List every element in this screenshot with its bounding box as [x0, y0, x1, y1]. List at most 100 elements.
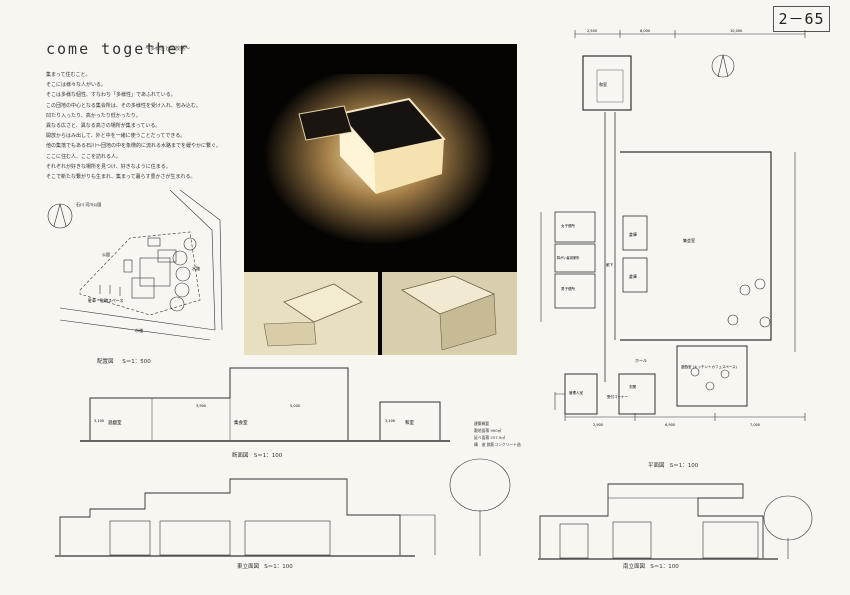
site-annotation: 公園	[102, 251, 110, 257]
room-label: 障がい者用便所	[557, 255, 580, 260]
storage-room	[622, 215, 648, 251]
plan-dim: 2,900	[593, 423, 603, 427]
toilet-room	[554, 211, 596, 243]
room-label: 倉庫	[629, 273, 637, 279]
concept-line: ここに住む人、ここを訪れる人。	[46, 153, 122, 160]
window	[244, 520, 331, 556]
site-plan-label: 配置図 S＝1：500	[97, 359, 151, 365]
tree-icon	[763, 495, 813, 541]
model-wall-lit	[339, 114, 376, 194]
section-room-label: 和室	[405, 419, 414, 426]
section-scale: S＝1：100	[253, 453, 283, 459]
window	[109, 520, 151, 556]
corridor-wall	[604, 112, 616, 382]
entrance	[618, 373, 656, 415]
south-elevation-drawing	[538, 483, 813, 560]
north-arrow-icon	[47, 203, 73, 229]
building-footprint	[131, 277, 155, 299]
room-label: ホール	[635, 358, 647, 363]
site-plan-scale: S＝1：500	[122, 359, 151, 365]
tree-icon	[175, 266, 191, 282]
building-footprint	[123, 259, 133, 273]
plan-dim: 6,000	[640, 29, 650, 33]
east-elevation-scale: S＝1：100	[264, 564, 293, 570]
road-edge	[169, 190, 216, 331]
window	[702, 521, 759, 559]
elevation-outline	[539, 483, 764, 558]
building-footprint	[147, 237, 161, 247]
north-arrow-icon	[711, 54, 735, 78]
plan-dim: 2,500	[587, 29, 597, 33]
model-wall-lit	[374, 139, 444, 194]
model-photo-panel	[244, 44, 517, 355]
building-footprint	[157, 249, 177, 263]
road-edge	[59, 319, 211, 341]
assembly-hall-wall	[620, 151, 772, 341]
section-drawing: 遊戯室 集会室 和室 3,100 3,900 5,000 3,100	[80, 367, 450, 442]
section-dim: 3,100	[385, 419, 395, 423]
concept-line: 開放からはみ出して、外と中を一緒に使うことだってできる。	[46, 133, 186, 140]
concept-line: そこは多様な個性、すなわち「多様性」であふれている。	[46, 92, 176, 99]
tree-icon	[174, 282, 190, 298]
east-elevation-drawing	[55, 458, 511, 557]
plan-dim: 7,000	[750, 423, 760, 427]
room-label: 集会室	[683, 237, 695, 243]
playroom	[676, 345, 748, 407]
section-dim: 3,900	[196, 404, 206, 408]
site-plan-drawing: 石川 河川公園 公園 水路 駐車・駐輪スペース 市道	[47, 190, 223, 341]
site-annotation: 市道	[135, 327, 143, 333]
concept-line: 集まって住むこと。	[46, 72, 91, 78]
section-outline	[89, 367, 349, 440]
room-label: 遊戯室 (キッチン＋カフェスペース)	[681, 364, 738, 369]
concept-line: この団地の中心となる集会所は、その多様性を受け入れ、包み込む。	[46, 102, 201, 109]
site-annotation: 水路	[192, 265, 200, 271]
concept-line: そこで新たな繋がりも生まれ、集まって暮らす豊かさが生まれる。	[46, 174, 196, 181]
board-subtitle: ～多様性と開放感～	[145, 46, 191, 52]
building-summary: 建築概要 敷地面積 990㎡ 延べ面積 257.5㎡ 構 造 鉄筋コンクリート造	[474, 421, 521, 447]
section-room-label: 集会室	[234, 419, 248, 426]
concept-line: 異なる広さと、異なる高さの場所が集まっている。	[46, 123, 161, 130]
building-footprint	[139, 257, 171, 287]
south-elevation-scale: S＝1：100	[650, 564, 679, 570]
toilet-room	[554, 243, 596, 273]
concept-line: それぞれが好きな場所を見つけ、好きなように住まる。	[46, 163, 171, 170]
site-boundary	[79, 231, 201, 316]
plan-dim: 10,000	[730, 29, 742, 33]
concept-line: 凹たり入ったり、高かったり低かったり。	[46, 112, 141, 119]
parking-line	[99, 285, 121, 296]
plan-dim: 6,900	[665, 423, 675, 427]
section-label: 断面図 S＝1：100	[232, 453, 283, 459]
concept-text: 集まって住むこと。 そこには様々な人がいる。 そこは多様な個性、すなわち「多様性…	[46, 70, 231, 182]
floor-plan-label: 平面図 S＝1：100	[648, 463, 699, 469]
room-label: 管理人室	[569, 390, 583, 395]
room-label: 女子便所	[561, 223, 575, 228]
tree-icon	[183, 237, 197, 251]
section-dim: 5,000	[290, 404, 300, 408]
model-photo	[244, 74, 517, 355]
washitsu-room	[582, 55, 632, 111]
window	[612, 521, 652, 559]
floor-plan-drawing: 和室 集会室 倉庫 倉庫 廊下 女子便所 男子便所 障がい者用便所 ホール 遊戯…	[540, 29, 806, 427]
north-arrow-icon	[53, 203, 67, 227]
toilet-room	[554, 273, 596, 309]
river-label: 石川 河川公園	[76, 201, 101, 207]
south-elevation-label: 南立面図 S＝1：100	[623, 564, 679, 570]
road-edge	[59, 307, 216, 331]
section-dim: 3,100	[94, 419, 104, 423]
room-label: 受付コーナー	[607, 394, 628, 399]
tree-icon	[449, 458, 511, 512]
room-label: 倉庫	[629, 231, 637, 237]
window	[559, 523, 589, 559]
room-label: 男子便所	[561, 286, 575, 291]
model-roof	[298, 105, 353, 141]
storage-room	[622, 257, 648, 293]
room-label: 玄関	[629, 384, 637, 389]
section-room-label: 遊戯室	[108, 419, 122, 426]
floor-plan-scale: S＝1：100	[669, 463, 699, 469]
room-label: 廊下	[606, 262, 614, 267]
room-label: 和室	[599, 81, 607, 87]
tree-icon	[169, 296, 185, 312]
sheet-number: 2－65	[773, 6, 830, 32]
board-title: come together	[46, 40, 190, 58]
north-arrow-icon	[717, 54, 729, 78]
